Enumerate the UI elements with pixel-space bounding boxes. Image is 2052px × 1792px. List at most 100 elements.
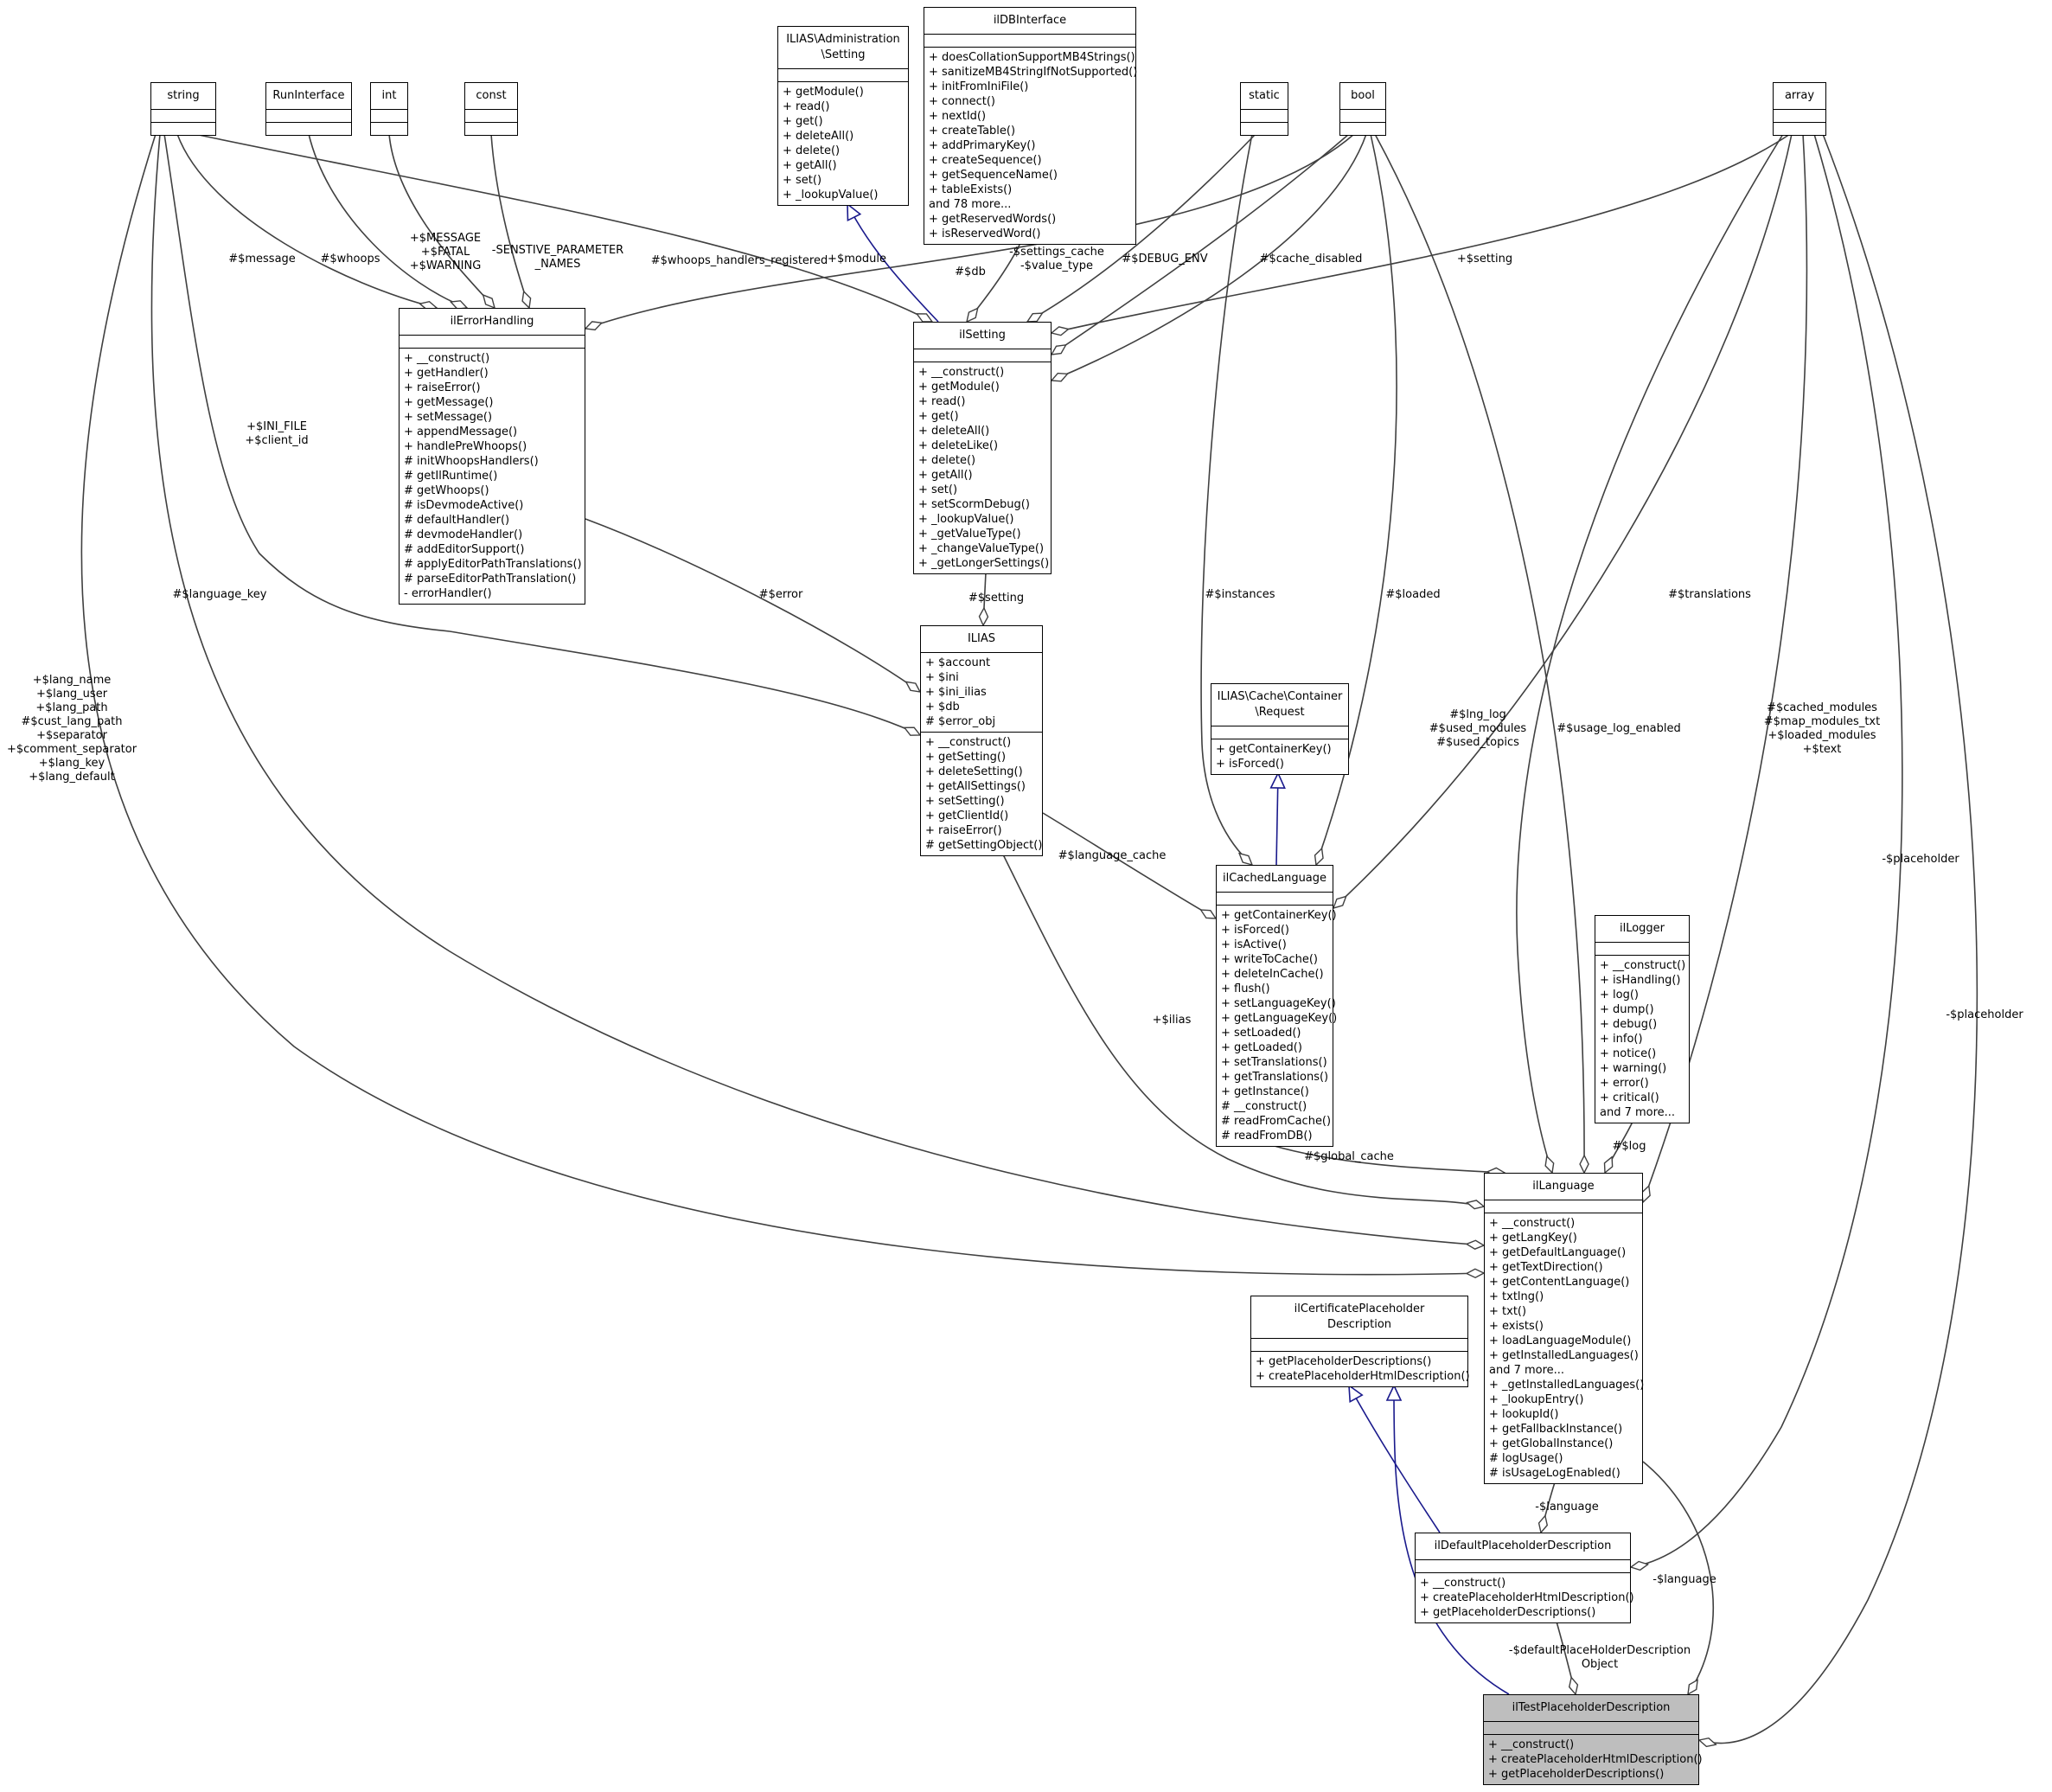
edge-label-error: #$error	[758, 588, 803, 601]
class-member: + getPlaceholderDescriptions()	[1256, 1355, 1432, 1368]
class-member: # parseEditorPathTranslation()	[404, 573, 577, 586]
class-ilSetting[interactable]: ilSetting+ __construct()+ getModule()+ r…	[913, 322, 1052, 574]
class-static[interactable]: static	[1240, 82, 1288, 136]
edge-label-language-default: -$language	[1535, 1501, 1599, 1514]
class-empty-section	[924, 34, 1135, 47]
class-member: + _lookupValue()	[918, 513, 1014, 526]
class-const[interactable]: const	[464, 82, 518, 136]
edge-label-ini-file-client-id: +$INI_FILE +$client_id	[245, 420, 309, 447]
class-member: # initWhoopsHandlers()	[404, 455, 539, 468]
edge-label-senstive-parameter-names: -SENSTIVE_PARAMETER _NAMES	[491, 244, 624, 271]
class-member: # readFromCache()	[1221, 1115, 1332, 1128]
class-member: + isReservedWord()	[929, 227, 1041, 240]
class-title: array	[1784, 89, 1815, 102]
edge-placeholder-default	[1631, 133, 1903, 1567]
class-title: string	[167, 89, 200, 102]
class-member: + dump()	[1600, 1003, 1654, 1016]
class-member: + getLanguageKey()	[1221, 1012, 1338, 1025]
class-member-section: + __construct()+ getHandler()+ raiseErro…	[400, 348, 585, 604]
class-member: + set()	[783, 174, 822, 187]
class-member: + critical()	[1600, 1091, 1659, 1104]
class-member: + read()	[918, 395, 966, 408]
edge-message	[176, 133, 437, 308]
class-member: + delete()	[783, 144, 841, 157]
class-member-section: + __construct()+ isHandling()+ log()+ du…	[1595, 955, 1689, 1123]
class-empty-section	[1340, 109, 1385, 122]
edge-label-lang-strings: +$lang_name +$lang_user +$lang_path #$cu…	[6, 674, 137, 784]
class-member: + getAll()	[918, 469, 973, 482]
class-array[interactable]: array	[1773, 82, 1826, 136]
class-member: + log()	[1600, 989, 1639, 1002]
class-member-section: + getPlaceholderDescriptions()+ createPl…	[1251, 1351, 1470, 1386]
class-member: + txt()	[1489, 1305, 1527, 1318]
class-title: ilSetting	[959, 329, 1006, 342]
class-title: bool	[1351, 89, 1375, 102]
class-member: # __construct()	[1221, 1100, 1307, 1113]
class-member: + getSetting()	[925, 751, 1007, 764]
class-member: # applyEditorPathTranslations()	[404, 558, 582, 571]
class-member: + delete()	[918, 454, 976, 467]
edge-label-language-key: #$language_key	[172, 588, 267, 601]
class-AdminSetting[interactable]: ILIAS\Administration\Setting+ getModule(…	[777, 26, 909, 206]
class-empty-section	[1340, 122, 1385, 135]
class-member: + deleteAll()	[918, 425, 990, 438]
class-member: + flush()	[1221, 982, 1270, 995]
class-bool[interactable]: bool	[1339, 82, 1386, 136]
class-member: + createSequence()	[929, 154, 1042, 167]
class-member: + read()	[783, 100, 830, 113]
class-ilErrorHandling[interactable]: ilErrorHandling + __construct()+ getHandl…	[399, 308, 585, 605]
class-title: ilLanguage	[1532, 1180, 1595, 1193]
edge-label-log: #$log	[1612, 1140, 1646, 1153]
class-ilTestPlaceholderDescription[interactable]: ilTestPlaceholderDescription+ __construc…	[1483, 1694, 1703, 1785]
class-member: and 78 more...	[929, 198, 1012, 211]
class-empty-section	[151, 122, 215, 135]
edge-language-cache	[1042, 812, 1216, 918]
class-member: + txtlng()	[1489, 1290, 1544, 1303]
edge-label-placeholder-test: -$placeholder	[1946, 1008, 2023, 1021]
edge-label-whoops: #$whoops	[320, 253, 380, 266]
class-member: # defaultHandler()	[404, 514, 510, 527]
class-Request[interactable]: ILIAS\Cache\Container\Request+ getContai…	[1211, 683, 1349, 775]
class-ilDefaultPlaceholderDescription[interactable]: ilDefaultPlaceholderDescription+ __const…	[1415, 1533, 1634, 1623]
edge-inherit-ilcachedlanguage	[1269, 771, 1286, 866]
class-empty-section	[1484, 1721, 1698, 1734]
class-ilLogger[interactable]: ilLogger+ __construct()+ isHandling()+ l…	[1595, 915, 1690, 1123]
class-member: + __construct()	[1420, 1577, 1506, 1590]
class-title: static	[1249, 89, 1280, 102]
class-ilDBInterface[interactable]: ilDBInterface+ doesCollationSupportMB4St…	[924, 7, 1137, 245]
class-member: + isForced()	[1221, 924, 1289, 937]
class-member: + connect()	[929, 95, 995, 108]
class-member: + getFallbackInstance()	[1489, 1423, 1623, 1436]
class-member: + __construct()	[918, 366, 1005, 379]
class-member: + set()	[918, 483, 958, 496]
class-member: + __construct()	[1489, 1217, 1576, 1230]
class-member: + getPlaceholderDescriptions()	[1420, 1606, 1596, 1619]
class-ilLanguage[interactable]: ilLanguage+ __construct()+ getLangKey()+…	[1484, 1173, 1644, 1484]
edge-label-loaded: #$loaded	[1385, 588, 1441, 601]
class-title: int	[381, 89, 397, 102]
class-member-section: + getModule()+ read()+ get()+ deleteAll(…	[778, 81, 908, 205]
class-title: ilErrorHandling	[450, 315, 534, 328]
class-RunInterface[interactable]: RunInterface	[265, 82, 352, 136]
class-empty-section	[266, 109, 351, 122]
class-member: + initFromIniFile()	[929, 80, 1029, 93]
class-string[interactable]: string	[150, 82, 216, 136]
class-ilCachedLanguage[interactable]: ilCachedLanguage+ getContainerKey()+ isF…	[1216, 865, 1338, 1147]
class-member: + getLoaded()	[1221, 1041, 1302, 1054]
class-empty-section	[914, 349, 1051, 362]
class-member: + $ini	[925, 671, 959, 684]
class-ILIAS[interactable]: ILIAS+ $account+ $ini+ $ini_ilias+ $db# …	[920, 625, 1043, 856]
class-member: # logUsage()	[1489, 1452, 1563, 1465]
class-member: and 7 more...	[1489, 1364, 1565, 1377]
class-empty-section	[1416, 1559, 1630, 1572]
class-member: + deleteInCache()	[1221, 968, 1324, 981]
class-member-section: + __construct()+ createPlaceholderHtmlDe…	[1416, 1572, 1634, 1622]
class-member: # $error_obj	[925, 715, 996, 728]
class-int[interactable]: int	[370, 82, 408, 136]
class-member: + deleteLike()	[918, 439, 999, 452]
edge-whoops	[308, 133, 467, 308]
class-member: + appendMessage()	[404, 426, 518, 438]
class-member: + isForced()	[1216, 758, 1284, 771]
